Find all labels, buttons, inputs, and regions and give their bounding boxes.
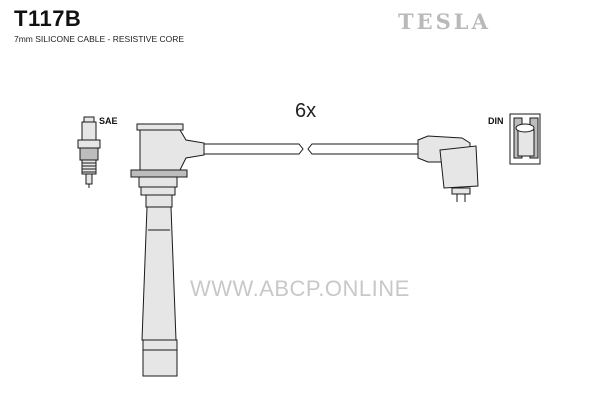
watermark: WWW.ABCP.ONLINE (190, 276, 410, 301)
part-number: T117B (14, 6, 82, 31)
din-label: DIN (488, 116, 504, 126)
plug-boot-icon (130, 123, 205, 377)
ignition-cable (204, 143, 418, 155)
sae-label: SAE (99, 116, 118, 126)
din-terminal-icon (509, 113, 541, 165)
spark-plug-icon (77, 116, 101, 188)
brand-logo: TESLA (398, 9, 491, 34)
coil-connector-icon (417, 135, 479, 202)
cable-description: 7mm SILICONE CABLE - RESISTIVE CORE (14, 34, 185, 44)
quantity-label: 6x (295, 100, 317, 122)
